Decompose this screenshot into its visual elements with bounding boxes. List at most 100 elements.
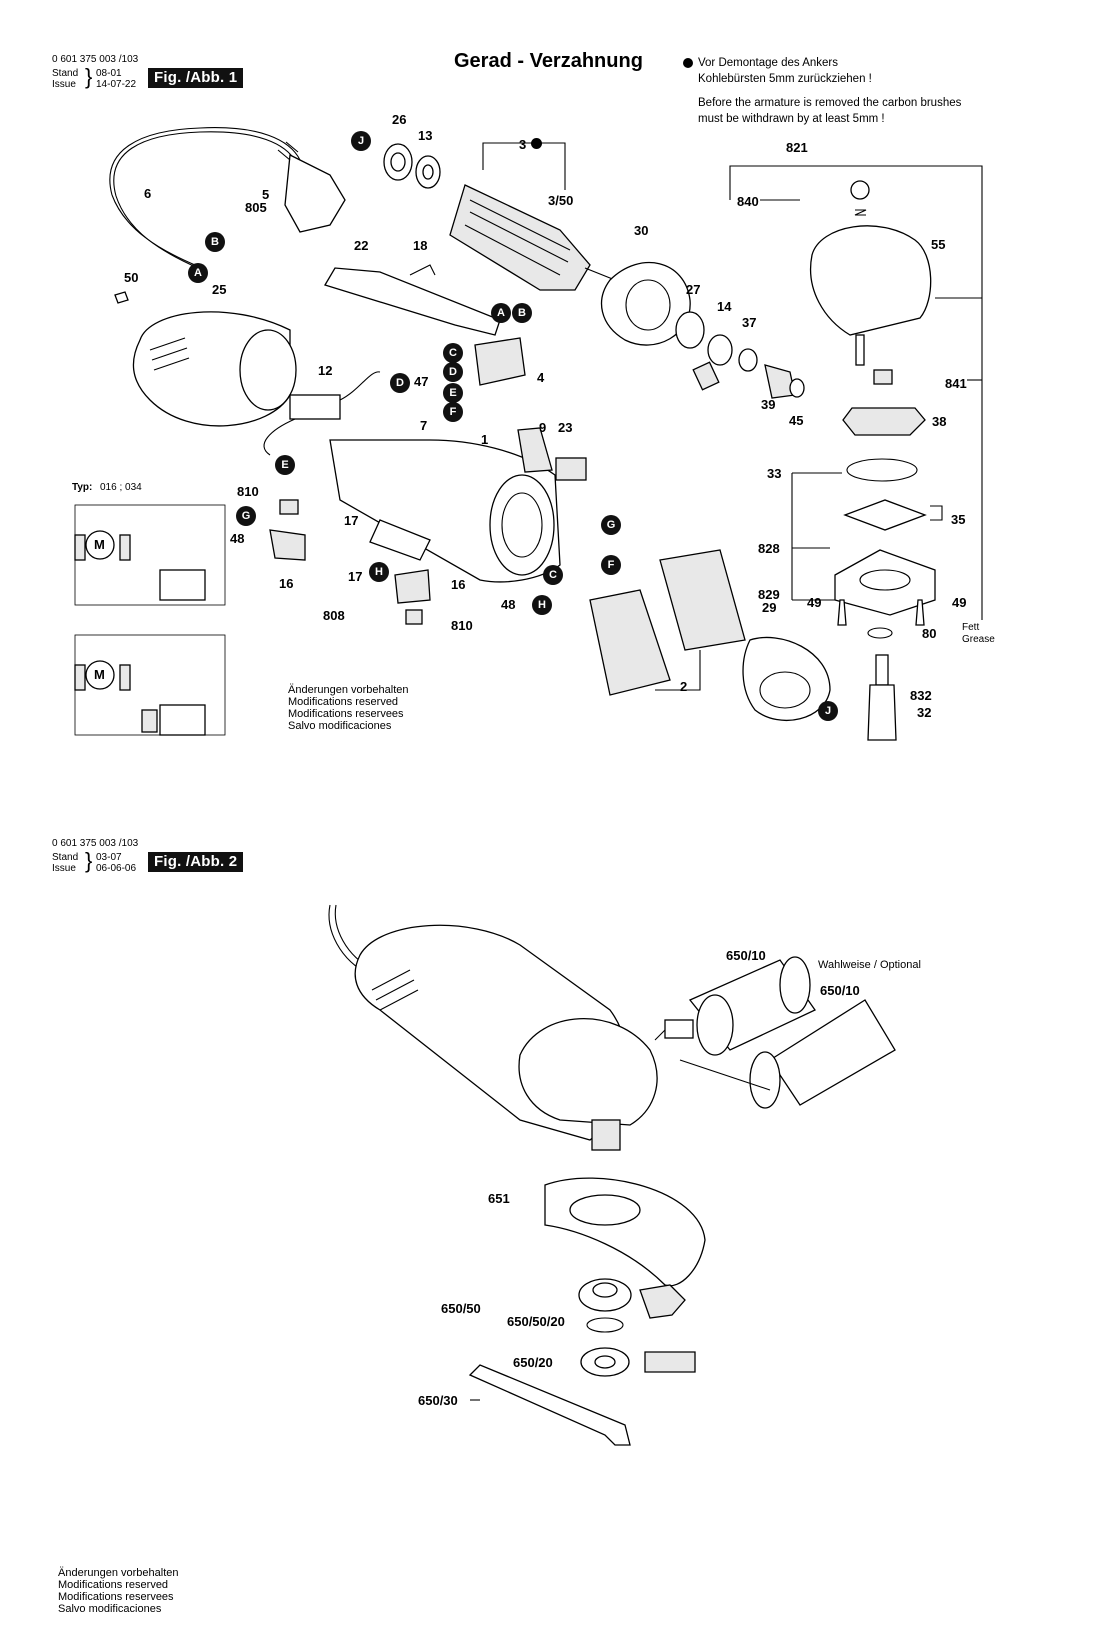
stand-label-1: Stand [52, 68, 79, 79]
figure-title: Gerad - Verzahnung [454, 50, 643, 72]
part-number: 841 [945, 376, 967, 391]
part-number: 38 [932, 414, 947, 429]
part-code-1: 0 601 375 003 /103 [52, 54, 139, 65]
part-number: 48 [501, 597, 516, 612]
part-number: 49 [807, 595, 822, 610]
changes-line: Salvo modificaciones [58, 1603, 162, 1615]
wiring-schematic-2 [74, 634, 226, 736]
part-number: 50 [124, 270, 139, 285]
brush-holder-16b [394, 569, 431, 604]
part-number: 651 [488, 1191, 510, 1206]
washer-80 [867, 627, 893, 639]
part-number: 16 [279, 576, 294, 591]
o-ring-650-50-20 [586, 1317, 624, 1333]
part-number: 5 [262, 187, 270, 202]
switch [474, 337, 526, 386]
part-number: 4 [537, 370, 545, 385]
part-number: 828 [758, 541, 780, 556]
part-number: 29 [762, 600, 777, 615]
ref-letter: H [369, 562, 389, 582]
changes-line: Modifications reservees [288, 708, 404, 720]
changes-line: Modifications reserved [58, 1579, 169, 1591]
ref-letter: F [443, 402, 463, 422]
part-number: 650/50/20 [507, 1314, 565, 1329]
brush-holder-16a [269, 529, 306, 561]
changes-line: Salvo modificaciones [288, 720, 392, 732]
part-number: 17 [348, 569, 363, 584]
stand-date-2: 03-07 [96, 852, 122, 863]
ref-letter: C [443, 343, 463, 363]
cap [850, 180, 870, 200]
field-coil-a [589, 589, 671, 696]
note-de-1: Vor Demontage des Ankers [698, 57, 838, 69]
changes-line: Modifications reserved [288, 696, 399, 708]
grease-label: Grease [962, 634, 995, 645]
part-number: 25 [212, 282, 227, 297]
part-number: 810 [237, 484, 259, 499]
typ-value: 016 ; 034 [100, 482, 142, 493]
part-number: 650/20 [513, 1355, 553, 1370]
brace-1: } [85, 64, 93, 89]
issue-date-2: 06-06-06 [96, 863, 137, 874]
part-number: 7 [420, 418, 428, 433]
nut-45 [789, 378, 805, 398]
brush-810a [279, 499, 299, 515]
figure-badge-1: Fig. /Abb. 1 [148, 68, 244, 88]
bullet-icon [531, 138, 542, 149]
ref-letter: E [275, 455, 295, 475]
changes-line: Änderungen vorbehalten [58, 1567, 179, 1579]
part-number: 18 [413, 238, 428, 253]
switch-rod [324, 267, 501, 336]
part-number: 14 [717, 299, 732, 314]
suppressor-12 [289, 394, 341, 420]
field-coil-b [659, 549, 746, 651]
optional-label: Wahlweise / Optional [818, 959, 921, 971]
part-number: 6 [144, 186, 152, 201]
plug [284, 153, 346, 233]
part-code-2: 0 601 375 003 /103 [52, 838, 139, 849]
spindle-fig2 [591, 1119, 621, 1151]
note-en-1: Before the armature is removed the carbo… [698, 97, 962, 109]
label-9 [517, 427, 553, 473]
spindle-lock-841 [873, 369, 893, 385]
ref-letter: G [236, 506, 256, 526]
part-number: 55 [931, 237, 946, 252]
ref-letter: H [532, 595, 552, 615]
ref-letter: F [601, 555, 621, 575]
stand-date-1: 08-01 [96, 68, 122, 79]
part-number: 32 [917, 705, 932, 720]
changes-line: Modifications reservees [58, 1591, 174, 1603]
changes-line: Änderungen vorbehalten [288, 684, 409, 696]
figure-badge-2: Fig. /Abb. 2 [148, 852, 244, 872]
ref-letter: E [443, 383, 463, 403]
guard-829 [742, 636, 831, 722]
part-number: 45 [789, 413, 804, 428]
ref-letter: J [351, 131, 371, 151]
part-number: 23 [558, 420, 573, 435]
part-number: 829 [758, 587, 780, 602]
note-de-2: Kohlebürsten 5mm zurückziehen ! [698, 73, 872, 85]
part-number: 1 [481, 432, 489, 447]
stand-label-2: Stand [52, 852, 79, 863]
nut-detail [644, 1351, 696, 1373]
ref-letter: D [390, 373, 410, 393]
spanner [468, 1364, 631, 1446]
issue-label-2: Issue [52, 863, 76, 874]
bearing-14 [707, 334, 733, 366]
part-number: 12 [318, 363, 333, 378]
part-number: 16 [451, 577, 466, 592]
bullet-icon [683, 58, 693, 68]
typ-label: Typ: [72, 482, 93, 493]
part-number: 13 [418, 128, 433, 143]
spring-18 [409, 264, 436, 276]
gear-housing [810, 225, 932, 336]
part-number: 650/10 [820, 983, 860, 998]
issue-date-1: 14-07-22 [96, 79, 137, 90]
brace-2: } [85, 848, 93, 873]
ref-letter: A [491, 303, 511, 323]
part-number: 2 [680, 679, 688, 694]
o-ring-33 [846, 458, 918, 482]
part-number: 48 [230, 531, 245, 546]
bevel-gear [842, 407, 926, 436]
gasket-35 [843, 499, 927, 531]
